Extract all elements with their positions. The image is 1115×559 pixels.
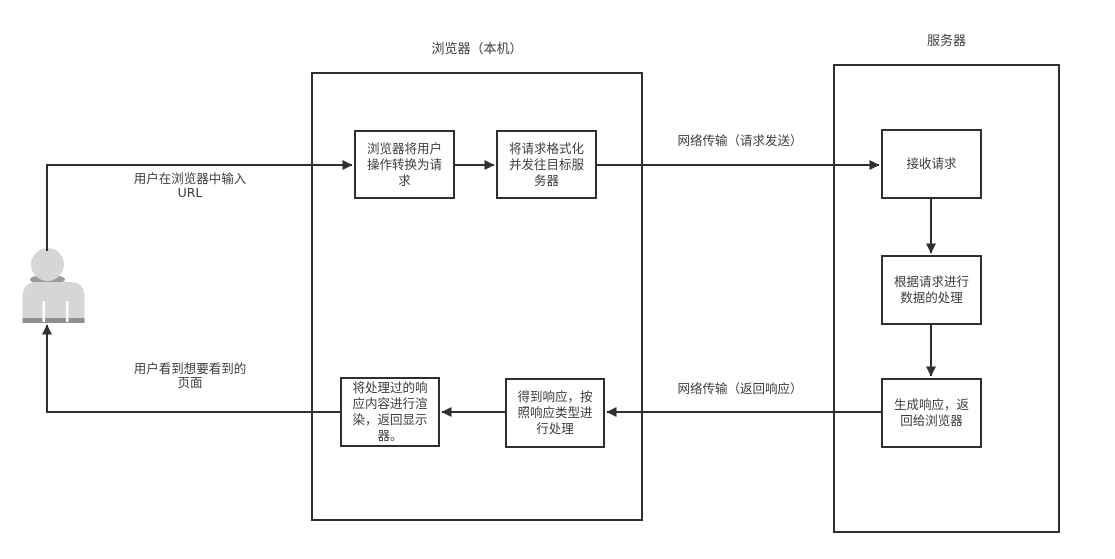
node-process-data: 根据请求进行 数据的处理	[881, 255, 982, 325]
node-browser-convert: 浏览器将用户 操作转换为请 求	[354, 130, 455, 199]
server-container	[833, 64, 1060, 533]
edge-label-see-page: 用户看到想要看到的 页面	[133, 361, 247, 390]
browser-container-title: 浏览器（本机）	[431, 42, 523, 57]
edge-label-request-send: 网络传输（请求发送）	[677, 133, 803, 148]
user-icon	[22, 248, 85, 323]
node-handle-response: 得到响应，按 照响应类型进 行处理	[505, 378, 605, 448]
node-receive-request: 接收请求	[881, 129, 982, 199]
arrow-render-to-user	[42, 324, 340, 413]
node-generate-response: 生成响应，返 回给浏览器	[881, 378, 982, 448]
edge-label-return-response: 网络传输（返回响应）	[677, 381, 803, 396]
edge-label-input-url: 用户在浏览器中输入 URL	[133, 171, 247, 200]
node-format-send: 将请求格式化 并发往目标服 务器	[496, 130, 597, 199]
browser-container	[311, 72, 643, 521]
server-container-title: 服务器	[926, 34, 966, 49]
node-render-response: 将处理过的响 应内容进行渲 染，返回显示 器。	[340, 377, 440, 447]
arrow-user-to-convert	[46, 160, 353, 251]
